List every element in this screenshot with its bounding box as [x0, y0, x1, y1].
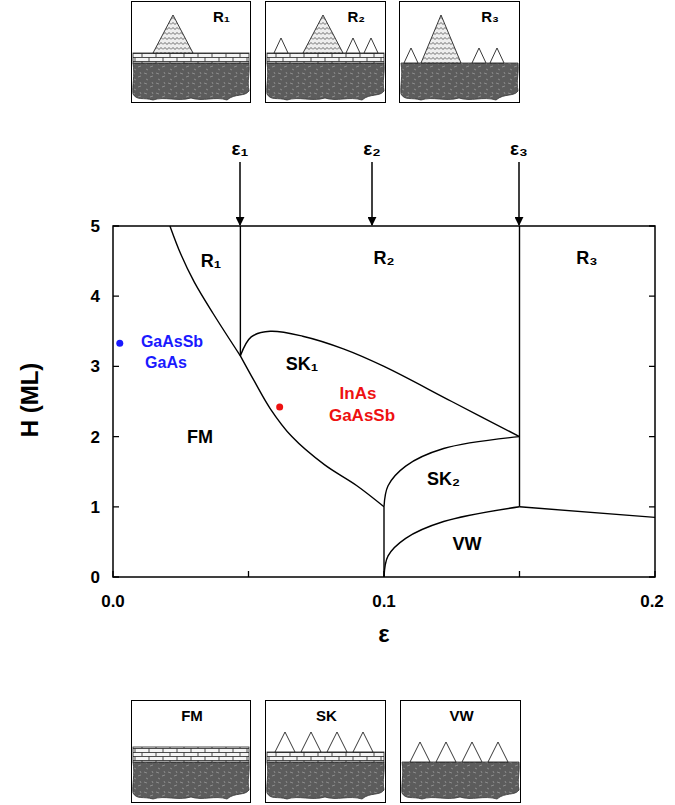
material-label: GaAsSb — [141, 334, 203, 350]
inset-box: R₃ — [399, 1, 520, 103]
wetting-layer — [133, 53, 249, 63]
small-island — [410, 742, 430, 762]
inset-label: R₃ — [481, 9, 499, 24]
region-label: SK₁ — [286, 355, 318, 373]
small-island — [353, 732, 373, 752]
small-island — [488, 742, 508, 762]
inset-box: FM — [131, 700, 251, 803]
axis-tick-label: 3 — [91, 358, 100, 375]
growth-sketch — [267, 732, 384, 799]
small-island — [404, 48, 418, 63]
large-island — [421, 15, 461, 63]
region-label: VW — [453, 535, 482, 553]
inset-label: VW — [449, 708, 473, 723]
phase-boundary — [240, 331, 519, 436]
strain-marker: ε₃ — [510, 139, 528, 158]
growth-sketch — [133, 15, 249, 100]
wetting-layer — [267, 752, 384, 762]
small-island — [275, 732, 295, 752]
axis-ticks — [113, 226, 655, 577]
small-island — [436, 742, 456, 762]
phase-boundary — [519, 226, 520, 507]
region-label: SK₂ — [427, 470, 460, 488]
region-label: R₃ — [576, 249, 597, 267]
growth-sketch — [401, 15, 518, 100]
axis-tick-label: 4 — [91, 288, 100, 305]
small-island — [346, 38, 360, 53]
small-island — [274, 38, 288, 53]
growth-sketch — [402, 742, 519, 799]
axis-tick-label: 0.1 — [372, 593, 396, 610]
material-label: GaAs — [145, 355, 187, 371]
data-point — [276, 404, 283, 411]
substrate — [401, 63, 518, 100]
axis-tick-label: 1 — [91, 498, 100, 515]
inset-box: SK — [265, 700, 386, 803]
inset-label: R₁ — [213, 9, 230, 24]
substrate — [133, 63, 249, 100]
inset-box: R₁ — [131, 1, 251, 103]
strain-arrow — [239, 162, 241, 225]
large-island — [303, 15, 343, 53]
axis-title: ε — [378, 622, 389, 646]
region-label: R₂ — [374, 249, 395, 267]
phase-boundary — [520, 507, 656, 518]
phase-boundary — [384, 507, 520, 577]
small-island — [301, 732, 321, 752]
large-island — [153, 15, 193, 53]
inset-box: VW — [400, 700, 521, 803]
region-label: FM — [187, 428, 213, 446]
wetting-layer — [267, 53, 384, 63]
small-island — [462, 742, 482, 762]
small-island — [472, 48, 486, 63]
strain-arrow — [518, 162, 520, 225]
region-label: R₁ — [201, 252, 221, 270]
inset-label: R₂ — [348, 9, 366, 24]
material-label: GaAsSb — [329, 407, 395, 424]
axis-tick-label: 2 — [91, 428, 100, 445]
inset-box: R₂ — [265, 1, 386, 103]
wetting-layer — [133, 747, 249, 762]
growth-sketch — [267, 15, 384, 100]
axis-title: H (ML) — [18, 363, 42, 438]
substrate — [402, 762, 519, 799]
inset-label: FM — [181, 708, 203, 723]
substrate — [267, 762, 384, 799]
material-label: InAs — [340, 385, 377, 402]
data-point — [116, 340, 123, 347]
small-island — [364, 38, 378, 53]
small-island — [490, 48, 504, 63]
axis-tick-label: 0 — [91, 569, 100, 586]
growth-sketch — [133, 747, 249, 799]
phase-boundary — [383, 507, 384, 577]
small-island — [327, 732, 347, 752]
phase-boundary — [384, 437, 520, 507]
inset-label: SK — [316, 708, 337, 723]
substrate — [133, 762, 249, 799]
strain-marker: ε₁ — [232, 139, 249, 158]
axis-tick-label: 0.2 — [640, 593, 664, 610]
plot-frame — [113, 226, 655, 577]
strain-marker: ε₂ — [363, 139, 380, 158]
phase-boundary — [240, 356, 384, 507]
axis-tick-label: 0.0 — [101, 593, 125, 610]
substrate — [267, 63, 384, 100]
phase-boundary — [240, 226, 241, 356]
axis-tick-label: 5 — [91, 218, 100, 235]
strain-arrow — [371, 162, 373, 225]
